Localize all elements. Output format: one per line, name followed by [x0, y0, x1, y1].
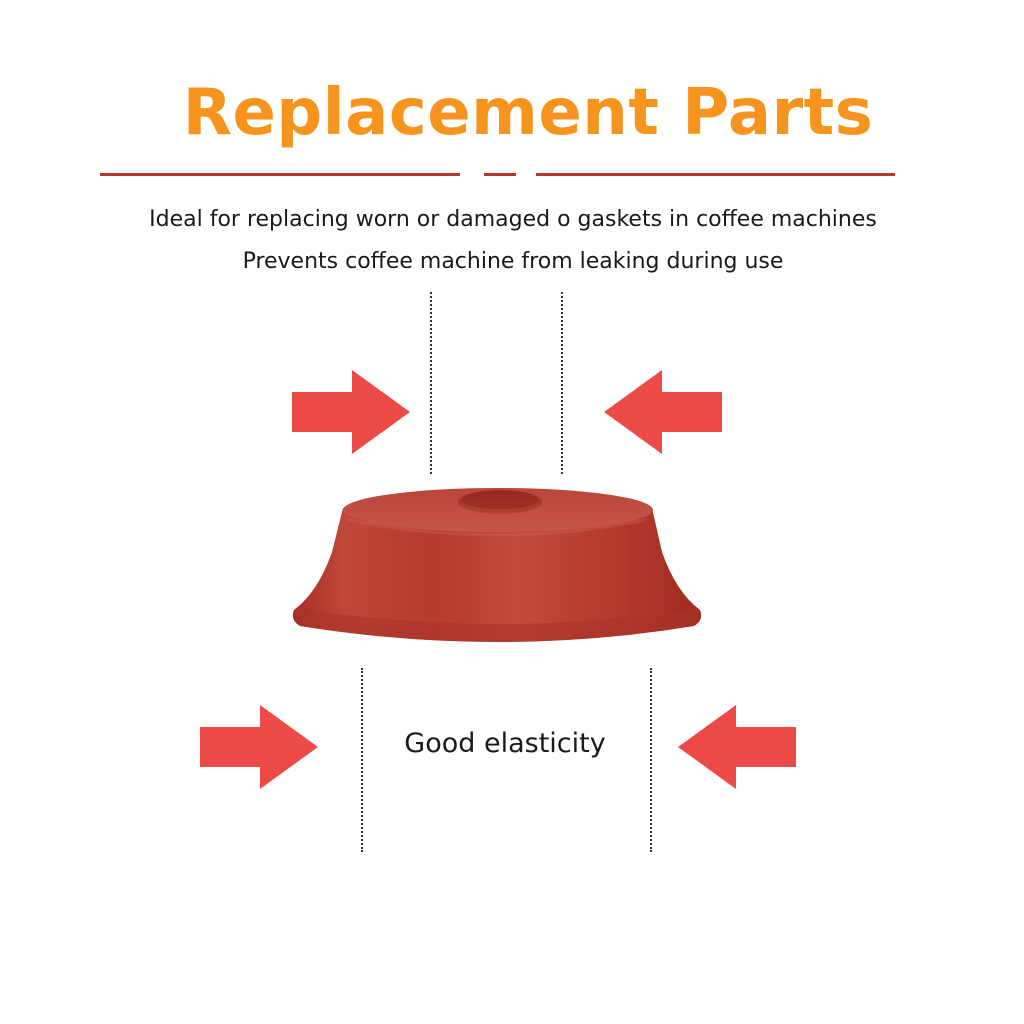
top-guide-line-right — [561, 292, 563, 474]
bottom-guide-line-left — [361, 668, 363, 852]
gasket-image — [292, 488, 702, 642]
arrow-left-icon — [678, 705, 796, 789]
arrow-left-icon — [604, 370, 722, 454]
top-guide-line-left — [430, 292, 432, 474]
description-line-2: Prevents coffee machine from leaking dur… — [242, 249, 784, 274]
description-line-1: Ideal for replacing worn or damaged o ga… — [149, 207, 877, 232]
arrow-right-icon — [200, 705, 318, 789]
title-divider-left — [100, 173, 460, 176]
bottom-guide-line-right — [650, 668, 652, 852]
title-divider-center — [484, 173, 516, 176]
title-divider-right — [536, 173, 895, 176]
feature-caption: Good elasticity — [404, 728, 606, 759]
page-title: Replacement Parts — [182, 76, 874, 150]
arrow-right-icon — [292, 370, 410, 454]
